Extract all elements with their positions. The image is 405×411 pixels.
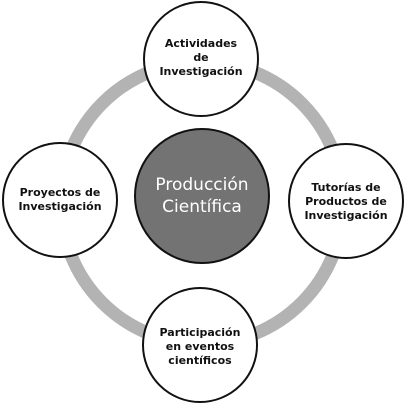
node-circle-right	[288, 143, 404, 259]
node-circle-left	[2, 142, 118, 258]
node-circle-bottom	[142, 287, 258, 403]
center-circle	[134, 128, 270, 264]
node-label-top: Actividades de Investigación	[159, 37, 243, 78]
node-label-bottom: Participación en eventos científicos	[159, 326, 241, 367]
node-circle-top	[143, 1, 259, 117]
node-label-right: Tutorías de Productos de Investigación	[304, 181, 388, 222]
center-label: Producción Científica	[155, 175, 249, 217]
node-label-left: Proyectos de Investigación	[18, 186, 102, 213]
